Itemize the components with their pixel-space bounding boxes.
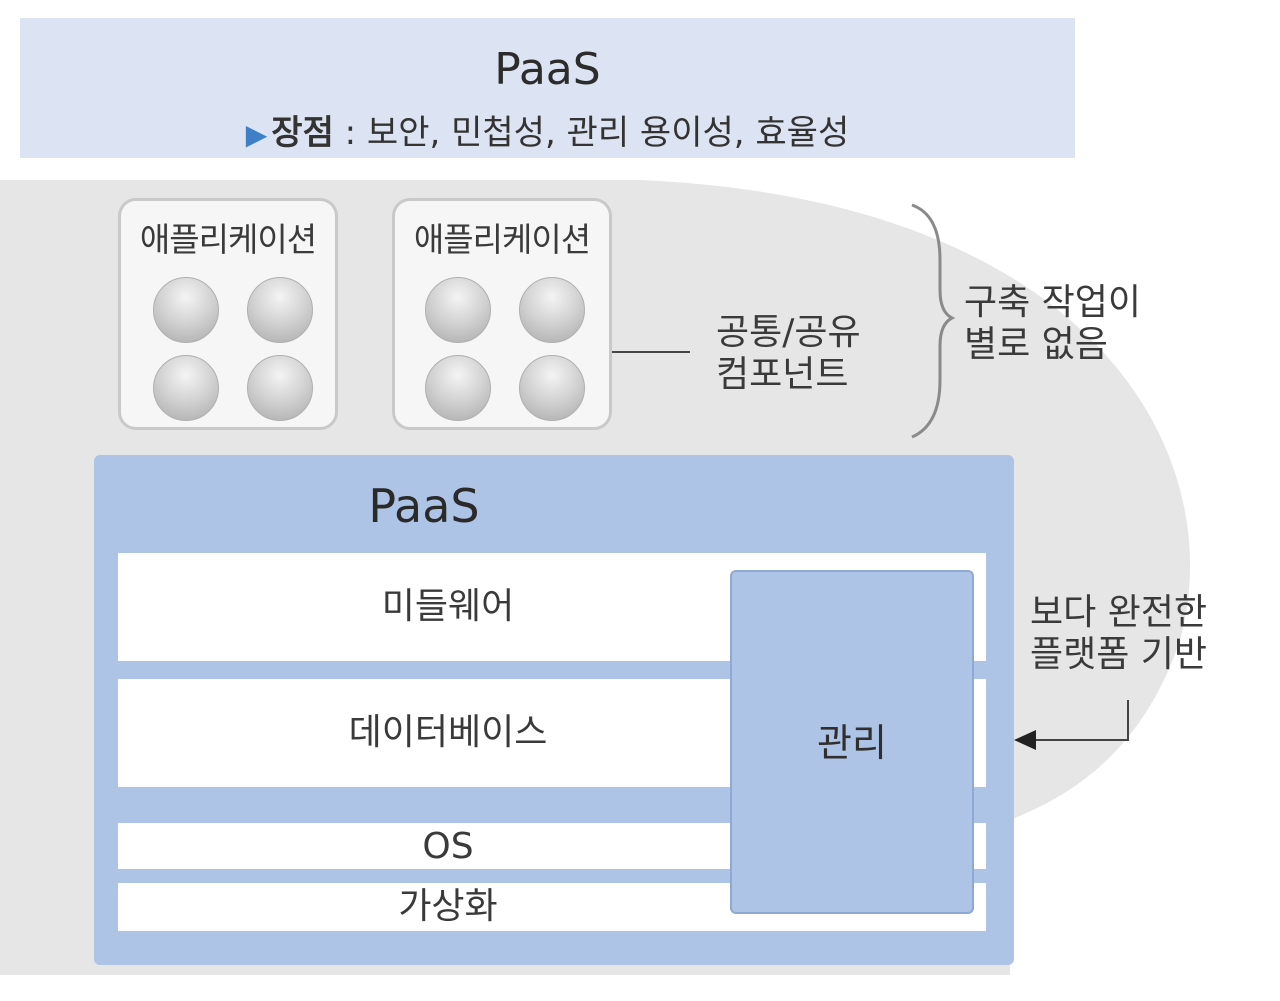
component-ball [247,277,313,343]
platform-note-line2: 플랫폼 기반 [1030,634,1208,675]
advantages-banner: PaaS ▶장점 : 보안, 민첩성, 관리 용이성, 효율성 [20,18,1075,158]
build-note: 구축 작업이 별로 없음 [964,282,1141,366]
triangle-bullet-icon: ▶ [245,118,268,151]
advantages-line: ▶장점 : 보안, 민첩성, 관리 용이성, 효율성 [20,116,1075,150]
build-note-line2: 별로 없음 [964,324,1108,365]
banner-title: PaaS [494,44,601,95]
component-ball [247,355,313,421]
management-label: 관리 [817,721,887,765]
layer-label: 미들웨어 [381,586,515,627]
component-ball [519,277,585,343]
platform-note-line1: 보다 완전한 [1030,592,1208,633]
layer-label: OS [422,826,474,867]
component-note: 공통/공유 컴포넌트 [716,312,861,396]
component-ball [425,277,491,343]
application-label: 애플리케이션 [413,220,591,259]
build-note-line1: 구축 작업이 [964,282,1142,323]
platform-note: 보다 완전한 플랫폼 기반 [1030,592,1207,676]
curly-brace [911,203,956,439]
platform-arrow-head [1014,730,1036,750]
management-block: 관리 [730,570,974,914]
component-ball [519,355,585,421]
paas-stack: PaaS 미들웨어 데이터베이스 OS 가상화 관리 [94,455,1014,965]
layer-label: 데이터베이스 [348,712,548,753]
application-box-2: 애플리케이션 [392,198,612,430]
platform-arrow-line [1030,700,1129,741]
advantages-lead: 장점 [271,113,334,153]
component-ball [425,355,491,421]
component-note-line2: 컴포넌트 [716,354,849,395]
paas-stack-title: PaaS [368,479,480,533]
component-ball [153,277,219,343]
layer-label: 가상화 [398,886,498,927]
component-note-line1: 공통/공유 [716,312,861,353]
application-box-1: 애플리케이션 [118,198,338,430]
application-label: 애플리케이션 [139,220,317,259]
advantages-text: : 보안, 민첩성, 관리 용이성, 효율성 [333,113,850,153]
component-ball [153,355,219,421]
